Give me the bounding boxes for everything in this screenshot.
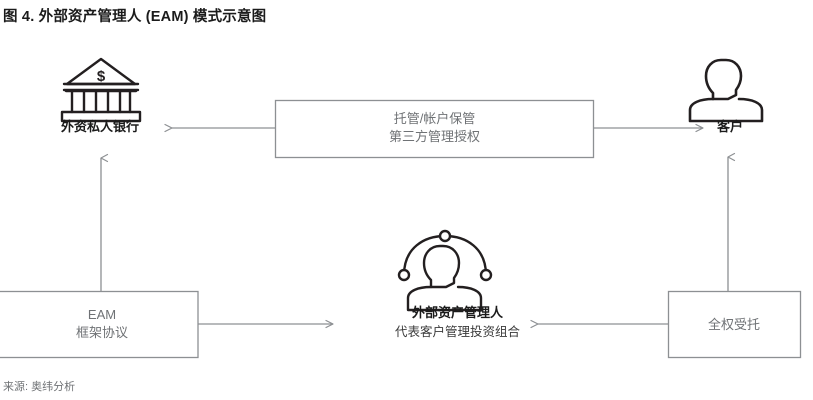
eam-manager-sublabel: 代表客户管理投资组合 <box>394 325 520 339</box>
dollar-sign-icon: $ <box>97 68 106 85</box>
eam-manager-label: 外部资产管理人 <box>411 305 503 320</box>
eam-agreement-line1: EAM <box>87 307 117 322</box>
custody-box-line2: 第三方管理授权 <box>388 128 480 144</box>
bank-label: 外资私人银行 <box>60 119 139 134</box>
mandate-box <box>667 290 802 359</box>
person-icon <box>688 58 764 123</box>
mandate-line1: 全权受托 <box>707 317 760 332</box>
custody-box <box>274 99 595 159</box>
mandate-label: 全权受托 <box>668 316 800 334</box>
custody-box-label: 托管/帐户保管 第三方管理授权 <box>275 110 594 145</box>
client-label: 客户 <box>716 119 743 134</box>
bank-building-icon <box>60 57 142 123</box>
person-network-icon <box>397 229 493 312</box>
eam-agreement-label: EAM 框架协议 <box>3 306 201 341</box>
figure-title: 图 4. 外部资产管理人 (EAM) 模式示意图 <box>3 9 267 25</box>
eam-agreement-line2: 框架协议 <box>75 324 128 340</box>
custody-box-line1: 托管/帐户保管 <box>393 111 476 126</box>
source-note: 来源: 奥纬分析 <box>3 381 76 393</box>
